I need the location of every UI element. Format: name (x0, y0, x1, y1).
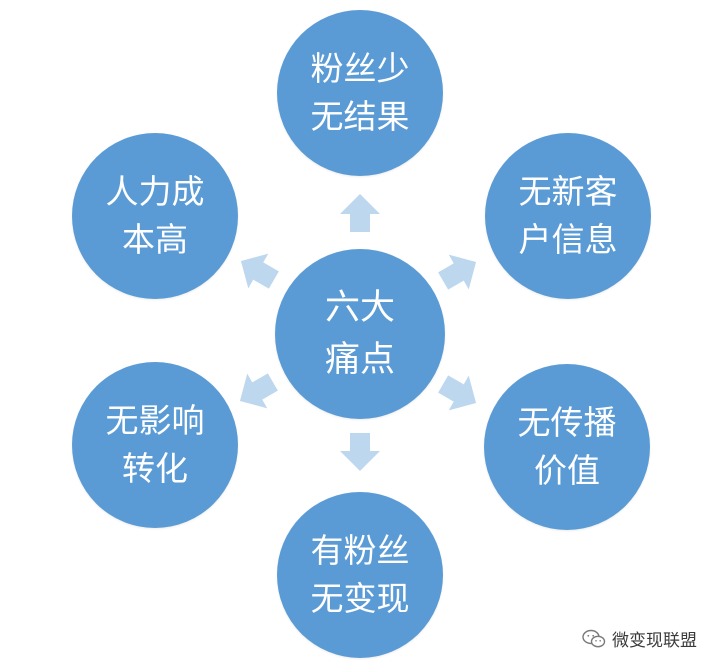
node-bottom-left-line2: 转化 (122, 449, 188, 488)
arrow-up (340, 194, 380, 232)
arrow-down-left (229, 364, 283, 419)
arrow-up-right (433, 244, 487, 299)
node-bottom-left: 无影响 转化 (72, 362, 238, 528)
node-bottom-line2: 无变现 (310, 579, 410, 618)
node-bottom-line1: 有粉丝 (310, 531, 410, 570)
node-bottom-right: 无传播 价值 (484, 364, 650, 530)
wechat-icon (582, 629, 606, 647)
arrow-up-left (230, 243, 284, 298)
node-top-line1: 粉丝少 (310, 49, 410, 88)
watermark-text: 微变现联盟 (612, 631, 697, 651)
node-bottom-right-line1: 无传播 (517, 403, 617, 442)
node-bottom: 有粉丝 无变现 (277, 492, 443, 658)
node-top-right-line1: 无新客 (518, 172, 618, 211)
node-top-left-line1: 人力成 (105, 172, 205, 211)
node-bottom-right-line2: 价值 (534, 451, 600, 490)
center-node-line1: 六大 (324, 288, 395, 328)
watermark: 微变现联盟 (582, 626, 697, 651)
node-top-right: 无新客 户信息 (485, 133, 651, 299)
node-top: 粉丝少 无结果 (277, 10, 443, 176)
node-top-left-line2: 本高 (122, 220, 188, 259)
center-node-line2: 痛点 (324, 340, 395, 380)
center-node: 六大 痛点 (275, 249, 445, 419)
arrow-down-right (433, 366, 487, 421)
node-bottom-left-line1: 无影响 (105, 401, 205, 440)
node-top-left: 人力成 本高 (72, 133, 238, 299)
node-top-line2: 无结果 (310, 97, 410, 136)
node-top-right-line2: 户信息 (518, 220, 618, 259)
arrow-down (340, 433, 380, 471)
